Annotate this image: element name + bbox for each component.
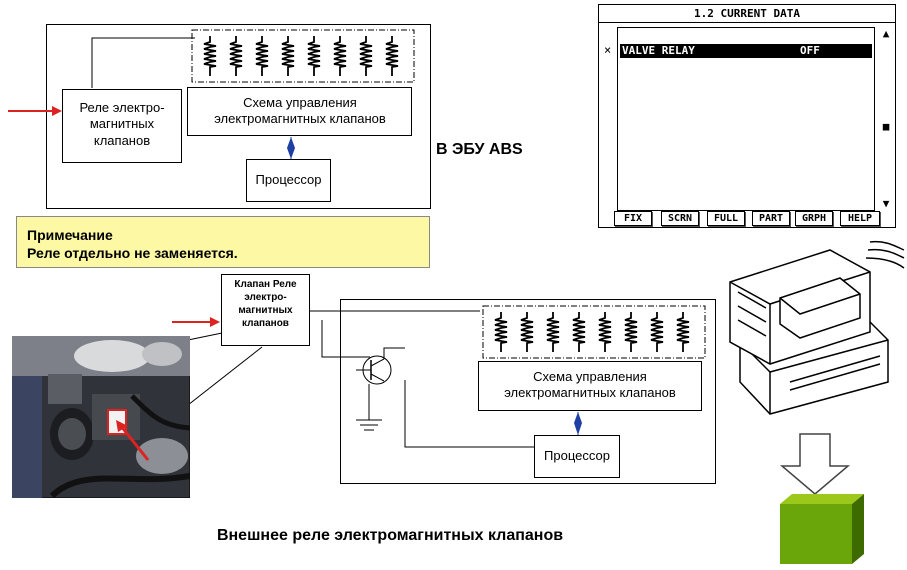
note-box: Примечание Реле отдельно не заменяется. bbox=[16, 216, 430, 268]
top-coil-bank bbox=[203, 36, 399, 76]
fkey-help[interactable]: HELP bbox=[840, 211, 880, 226]
top-cpu-box bbox=[246, 159, 331, 202]
solenoid-coil-icon bbox=[229, 36, 243, 76]
data-row-valve-relay[interactable]: VALVE RELAY OFF bbox=[620, 44, 872, 58]
valve-relay-label: Клапан Реле электро-магнитных клапанов bbox=[234, 279, 297, 329]
scan-scrollbar[interactable]: ▲ ■ ▼ bbox=[879, 27, 893, 211]
note-title: Примечание bbox=[27, 227, 113, 243]
bottom-cpu-label: Процессор bbox=[544, 448, 610, 463]
solenoid-coil-icon bbox=[676, 312, 690, 352]
top-relay-box bbox=[62, 89, 182, 163]
solenoid-coil-icon bbox=[572, 312, 586, 352]
solenoid-coil-icon bbox=[598, 312, 612, 352]
solenoid-coil-icon bbox=[281, 36, 295, 76]
top-relay-label: Реле электро-магнитных клапанов bbox=[79, 100, 165, 148]
data-row-name: VALVE RELAY bbox=[622, 44, 695, 57]
abs-ecu-label: В ЭБУ ABS bbox=[436, 141, 523, 158]
bottom-diagram-wiring bbox=[172, 305, 706, 448]
row-marker-icon: × bbox=[604, 43, 612, 57]
abs-ecu-illustration bbox=[729, 240, 905, 415]
scroll-up-icon[interactable]: ▲ bbox=[882, 27, 890, 40]
bottom-caption: Внешнее реле электромагнитных клапанов bbox=[216, 527, 564, 544]
down-arrow-and-module bbox=[779, 433, 864, 564]
note-text: Реле отдельно не заменяется. bbox=[27, 245, 238, 261]
solenoid-coil-icon bbox=[650, 312, 664, 352]
solenoid-coil-icon bbox=[307, 36, 321, 76]
green-module-icon bbox=[780, 494, 852, 554]
bottom-control-label: Схема управления электромагнитных клапан… bbox=[504, 369, 676, 401]
fkey-grph[interactable]: GRPH bbox=[795, 211, 833, 226]
data-row-value: OFF bbox=[800, 44, 820, 57]
fkey-full[interactable]: FULL bbox=[707, 211, 745, 226]
fkey-scrn[interactable]: SCRN bbox=[661, 211, 699, 226]
scroll-down-icon[interactable]: ▼ bbox=[882, 197, 890, 210]
solenoid-coil-icon bbox=[520, 312, 534, 352]
fkey-fix[interactable]: FIX bbox=[614, 211, 652, 226]
scroll-thumb-icon[interactable]: ■ bbox=[882, 120, 890, 133]
solenoid-coil-icon bbox=[203, 36, 217, 76]
solenoid-coil-icon bbox=[255, 36, 269, 76]
solenoid-coil-icon bbox=[333, 36, 347, 76]
engine-bay-photo bbox=[12, 336, 190, 498]
solenoid-coil-icon bbox=[546, 312, 560, 352]
valve-relay-box bbox=[221, 274, 310, 346]
top-control-box bbox=[187, 87, 412, 136]
bottom-cpu-box bbox=[534, 435, 620, 478]
bottom-control-box bbox=[478, 361, 702, 411]
solenoid-coil-icon bbox=[494, 312, 508, 352]
top-cpu-label: Процессор bbox=[255, 172, 322, 187]
solenoid-coil-icon bbox=[385, 36, 399, 76]
fkey-part[interactable]: PART bbox=[752, 211, 790, 226]
solenoid-coil-icon bbox=[359, 36, 373, 76]
solenoid-coil-icon bbox=[624, 312, 638, 352]
bottom-coil-bank bbox=[494, 312, 690, 352]
scan-title: 1.2 CURRENT DATA bbox=[599, 5, 895, 23]
top-control-label: Схема управления электромагнитных клапан… bbox=[214, 95, 386, 127]
scan-tool-screen: 1.2 CURRENT DATA × VALVE RELAY OFF ▲ ■ ▼ bbox=[598, 4, 896, 228]
top-diagram-wiring bbox=[8, 29, 415, 159]
scan-data-list: VALVE RELAY OFF bbox=[617, 27, 875, 211]
